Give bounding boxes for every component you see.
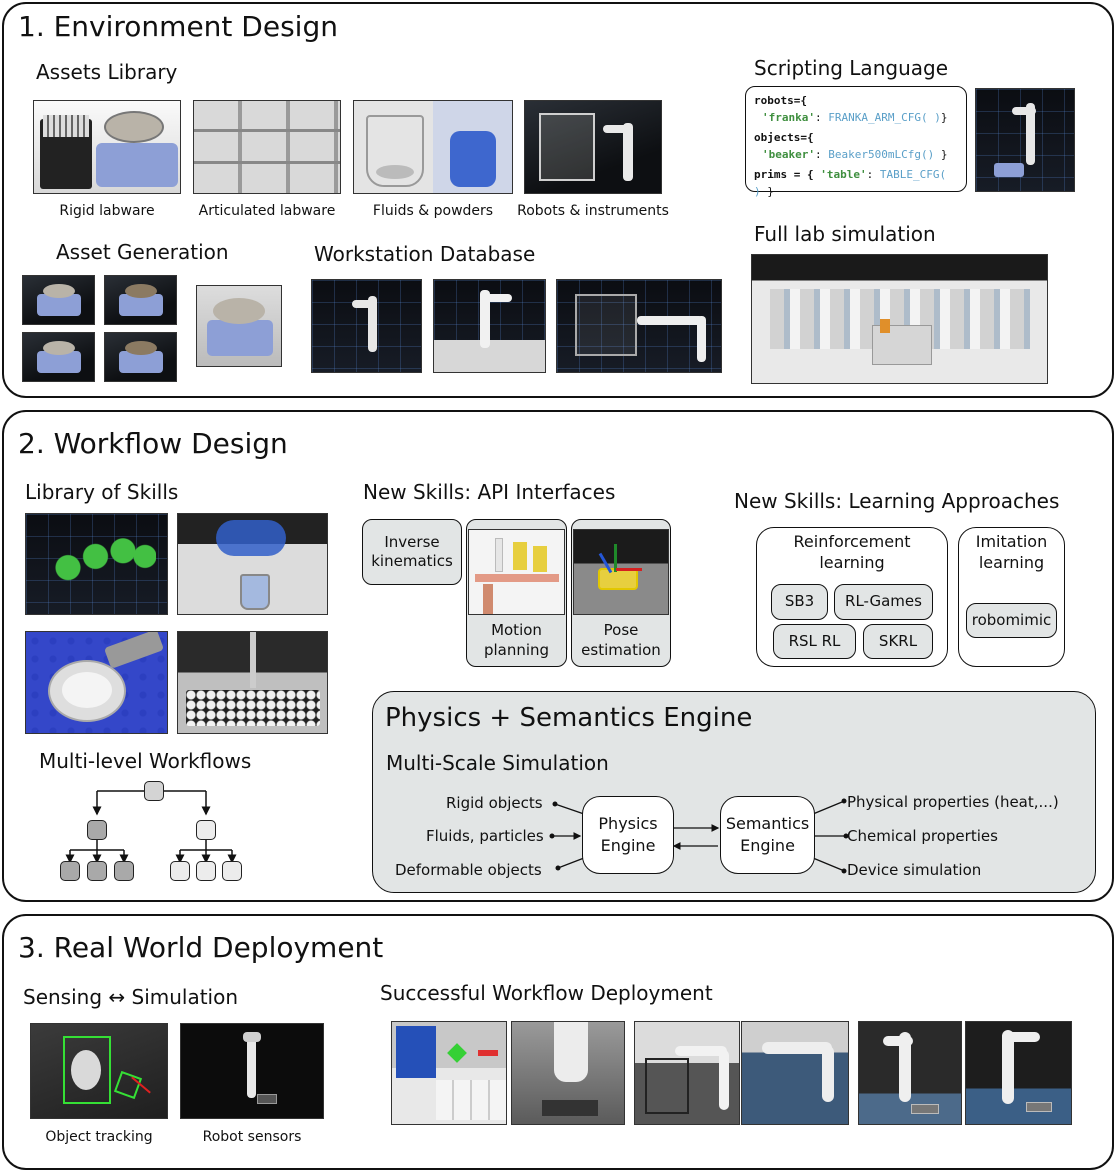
workflow-leaf-node xyxy=(196,861,216,881)
generated-asset-2 xyxy=(104,275,177,325)
rigid-labware-caption: Rigid labware xyxy=(59,203,155,219)
successful-deployment-label: Successful Workflow Deployment xyxy=(380,981,713,1005)
output-device-simulation: Device simulation xyxy=(847,861,982,879)
workflow-node-right xyxy=(196,820,216,840)
workflow-leaf-node xyxy=(87,861,107,881)
code-colon: : xyxy=(814,110,829,124)
object-tracking-caption: Object tracking xyxy=(45,1129,153,1145)
code-colon: : xyxy=(814,147,829,161)
scripting-language-label: Scripting Language xyxy=(754,56,948,80)
workflow-root-node xyxy=(144,781,164,801)
il-lib-robomimic: robomimic xyxy=(966,603,1057,638)
code-prims-key: prims = { xyxy=(754,168,821,181)
workstation-image-1 xyxy=(311,279,422,373)
workstation-image-3 xyxy=(556,279,722,373)
environment-design-title: 1. Environment Design xyxy=(18,10,338,43)
articulated-labware-image xyxy=(193,100,341,194)
code-colon: : xyxy=(866,168,880,181)
fluids-powders-caption: Fluids & powders xyxy=(372,203,494,219)
engine-connectors xyxy=(549,798,849,874)
fluids-powders-image xyxy=(353,100,513,194)
output-chemical-properties: Chemical properties xyxy=(847,827,998,845)
code-franka-string: 'franka' xyxy=(762,110,815,124)
code-close: } xyxy=(760,184,774,198)
workflow-node-left xyxy=(87,820,107,840)
pose-estimation-image xyxy=(573,529,669,615)
robots-instruments-image xyxy=(524,100,662,194)
full-lab-simulation-label: Full lab simulation xyxy=(754,222,936,246)
input-rigid-objects: Rigid objects xyxy=(446,794,543,812)
sensing-simulation-label: Sensing ↔ Simulation xyxy=(23,985,239,1009)
rigid-labware-image xyxy=(33,100,181,194)
api-interfaces-label: New Skills: API Interfaces xyxy=(363,480,616,504)
skill-image-pour xyxy=(177,513,328,615)
workflow-leaf-node xyxy=(222,861,242,881)
assets-library-label: Assets Library xyxy=(36,60,178,84)
physics-engine-box: Physics Engine xyxy=(582,796,674,874)
real-world-deployment-title: 3. Real World Deployment xyxy=(18,931,384,964)
rl-lib-rl-games: RL-Games xyxy=(834,584,933,620)
deployment-image-6 xyxy=(965,1021,1072,1125)
articulated-labware-caption: Articulated labware xyxy=(198,203,336,219)
code-franka-cfg: FRANKA_ARM_CFG( ) xyxy=(828,110,941,124)
imitation-learning-box: Imitation learning xyxy=(958,527,1065,667)
library-of-skills-label: Library of Skills xyxy=(25,480,179,504)
input-deformable-objects: Deformable objects xyxy=(395,861,542,879)
inverse-kinematics-box: Inverse kinematics xyxy=(362,519,462,585)
rl-lib-sb3: SB3 xyxy=(771,584,828,620)
physics-semantics-engine-title: Physics + Semantics Engine xyxy=(385,703,753,733)
robot-sensors-caption: Robot sensors xyxy=(202,1129,302,1145)
scripting-code-block: robots={ 'franka': FRANKA_ARM_CFG( )} ob… xyxy=(745,86,967,198)
workflow-design-title: 2. Workflow Design xyxy=(18,427,288,460)
workflow-leaf-node xyxy=(170,861,190,881)
workflow-leaf-node xyxy=(60,861,80,881)
generated-asset-3 xyxy=(22,332,95,382)
workflow-tree-connectors xyxy=(65,790,237,864)
learning-approaches-label: New Skills: Learning Approaches xyxy=(734,489,1060,513)
input-fluids-particles: Fluids, particles xyxy=(426,827,544,845)
multi-level-workflows-label: Multi-level Workflows xyxy=(39,749,252,773)
object-tracking-image xyxy=(30,1023,168,1119)
deployment-image-3 xyxy=(634,1021,740,1125)
robots-instruments-caption: Robots & instruments xyxy=(517,203,669,219)
generated-asset-result xyxy=(196,285,282,367)
code-objects-key: objects={ xyxy=(754,131,814,144)
deployment-image-2 xyxy=(511,1021,625,1125)
rl-lib-rsl-rl: RSL RL xyxy=(773,624,856,659)
skill-image-grasp xyxy=(25,513,168,615)
rl-lib-skrl: SKRL xyxy=(863,624,933,659)
code-close: } xyxy=(940,110,948,124)
deployment-image-5 xyxy=(858,1021,962,1125)
code-table-string: 'table' xyxy=(820,168,867,181)
code-beaker-cfg: Beaker500mLCfg() xyxy=(828,147,935,161)
code-close: } xyxy=(934,147,948,161)
workflow-leaf-node xyxy=(114,861,134,881)
skill-image-stir xyxy=(25,631,168,734)
pose-estimation-label: Pose estimation xyxy=(581,621,661,659)
imitation-learning-label: Imitation learning xyxy=(975,532,1048,572)
motion-planning-image xyxy=(468,529,565,615)
scripted-scene-image xyxy=(975,88,1075,192)
multi-scale-simulation-label: Multi-Scale Simulation xyxy=(386,751,609,775)
asset-generation-label: Asset Generation xyxy=(56,240,229,264)
semantics-engine-box: Semantics Engine xyxy=(720,796,815,874)
deployment-image-4 xyxy=(741,1021,849,1125)
generated-asset-1 xyxy=(22,275,95,325)
full-lab-simulation-image xyxy=(751,254,1048,384)
reinforcement-learning-label: Reinforcement learning xyxy=(793,532,911,572)
output-physical-properties: Physical properties (heat,...) xyxy=(847,793,1059,811)
code-robots-key: robots={ xyxy=(754,94,807,107)
deployment-image-1 xyxy=(391,1021,507,1125)
generated-asset-4 xyxy=(104,332,177,382)
skill-image-pipette xyxy=(177,631,328,734)
robot-sensors-image xyxy=(180,1023,324,1119)
workstation-database-label: Workstation Database xyxy=(314,242,536,266)
code-table-cfg: TABLE_CFG( ) xyxy=(754,168,947,198)
workstation-image-2 xyxy=(433,279,546,373)
motion-planning-label: Motion planning xyxy=(483,621,550,659)
code-beaker-string: 'beaker' xyxy=(762,147,815,161)
